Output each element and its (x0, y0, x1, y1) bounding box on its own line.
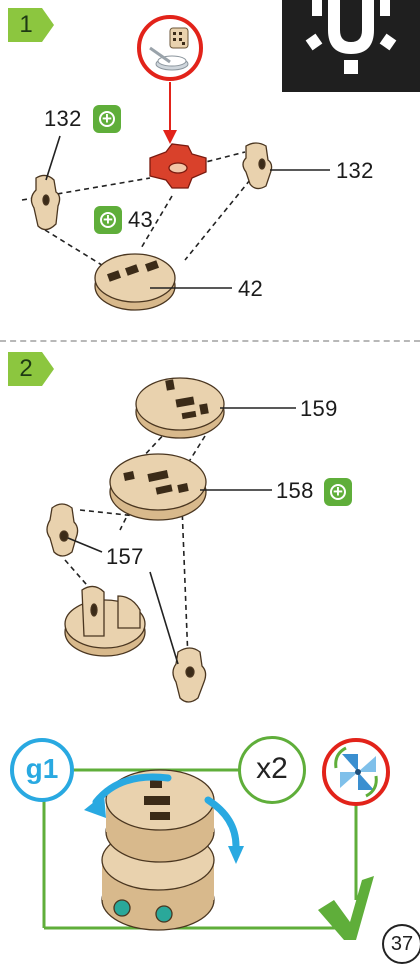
section-divider (0, 340, 420, 342)
label-43: 43 (128, 207, 154, 232)
label-159: 159 (300, 396, 338, 421)
part-157 (46, 503, 79, 557)
circled-plus-icon (94, 206, 122, 234)
checkmark-icon (318, 876, 374, 940)
rotate-arrow-icon (92, 773, 240, 850)
step-1-assembly-drawing (21, 135, 330, 311)
insert-arrow (163, 82, 177, 144)
circled-plus-icon (324, 478, 352, 506)
part-158-disc (109, 453, 207, 521)
assembled-base (64, 585, 146, 657)
multiplier-badge: x2 (238, 736, 306, 804)
gear-icon (282, 0, 420, 92)
circled-plus-icon (93, 105, 121, 133)
part-159-disc (135, 377, 225, 439)
part-42-disc (94, 253, 176, 311)
step-1-badge: 1 (8, 8, 54, 42)
step-1-number: 1 (19, 11, 33, 38)
part-157-second (172, 647, 207, 703)
label-132-left: 132 (44, 106, 82, 131)
step-2-assembly-drawing (46, 377, 296, 703)
part-43-cross (149, 143, 207, 189)
glue-dish-icon (136, 14, 204, 82)
page-number: 37 (382, 924, 420, 964)
label-132-right: 132 (336, 158, 374, 183)
step-2-number: 2 (19, 355, 33, 382)
label-158: 158 (276, 478, 314, 503)
part-132-left (30, 174, 61, 231)
step-2-badge: 2 (8, 352, 54, 386)
pinwheel-icon (322, 738, 390, 806)
group-label-g1: g1 (10, 738, 74, 802)
label-42: 42 (238, 276, 264, 301)
assembled-model (101, 769, 215, 931)
part-132-right (242, 142, 273, 190)
label-157: 157 (106, 544, 144, 569)
result-frame (42, 738, 390, 940)
